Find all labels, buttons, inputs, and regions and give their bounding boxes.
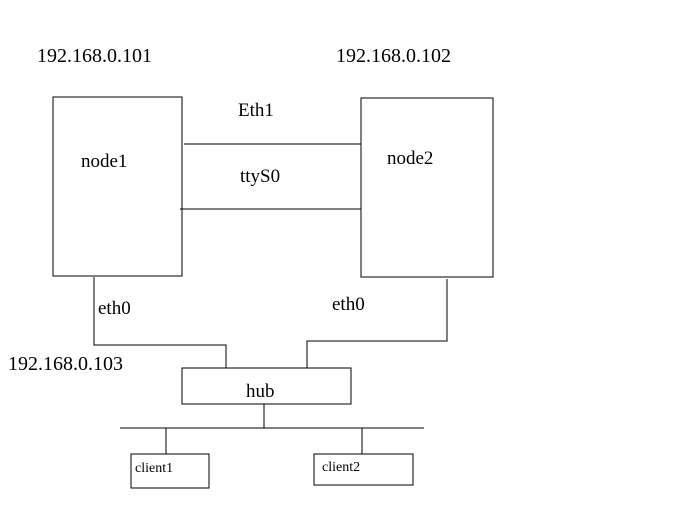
client1-label: client1: [135, 461, 173, 476]
node1-eth0-label: eth0: [98, 298, 131, 319]
node2-box: [360, 97, 494, 278]
ttys0-link-label: ttyS0: [240, 166, 280, 187]
client1-box: [130, 453, 210, 489]
node2-label: node2: [387, 148, 433, 169]
hub-box: [181, 367, 352, 405]
client2-label: client2: [322, 460, 360, 475]
node2-eth0-wire: [306, 279, 448, 368]
node1-ip-label: 192.168.0.101: [37, 45, 152, 67]
node2-eth0-label: eth0: [332, 294, 365, 315]
node1-box: [52, 96, 183, 277]
client2-box: [313, 453, 414, 486]
node1-eth0-wire: [93, 277, 227, 368]
hub-ip-label: 192.168.0.103: [8, 353, 123, 375]
node2-ip-label: 192.168.0.102: [336, 45, 451, 67]
eth1-link-label: Eth1: [238, 100, 274, 121]
hub-label: hub: [246, 381, 275, 402]
node1-label: node1: [81, 151, 127, 172]
